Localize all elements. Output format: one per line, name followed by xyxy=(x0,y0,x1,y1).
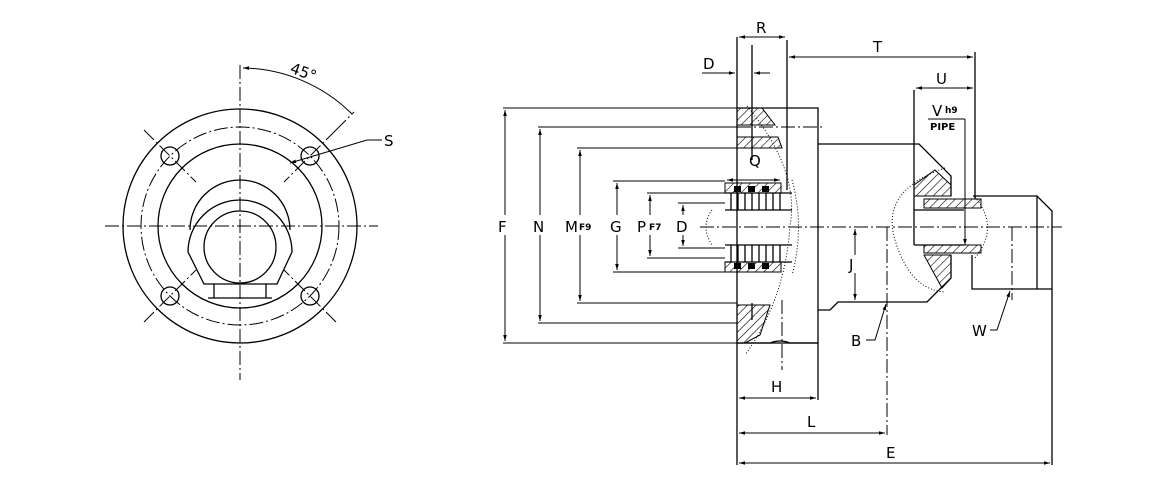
pipe-label: PIPE xyxy=(930,122,955,133)
dim-label-o: D xyxy=(703,55,715,73)
inner-arc-2 xyxy=(187,199,293,285)
dim-tol-p: F7 xyxy=(649,223,661,233)
callout-s-label: S xyxy=(384,132,394,150)
inner-arc-1 xyxy=(189,179,291,231)
dim-tol-v: h9 xyxy=(945,106,958,116)
seal-pack xyxy=(705,179,799,276)
bolt-hole xyxy=(160,286,180,306)
dim-label-m: M xyxy=(565,218,578,236)
callout-w: W xyxy=(972,322,987,340)
dim-label-d: D xyxy=(676,218,688,236)
dim-label-v: V xyxy=(932,102,943,120)
outer-flange-circle xyxy=(122,108,358,344)
angle-dimension-arc xyxy=(242,66,353,115)
dim-label-u: U xyxy=(936,70,947,88)
stub-outline xyxy=(973,195,1053,465)
dim-label-f: F xyxy=(498,218,507,236)
bolt-circle xyxy=(140,126,340,326)
angle-label: 45° xyxy=(288,59,319,85)
callout-s-leader xyxy=(289,139,382,164)
dim-label-g: G xyxy=(610,218,622,236)
dim-tol-m: F9 xyxy=(579,223,591,233)
front-view: 45° S xyxy=(105,59,394,380)
dim-label-q: Q xyxy=(749,152,761,170)
dim-label-e: E xyxy=(886,444,895,462)
bolt-holes xyxy=(143,111,355,323)
body-circle xyxy=(157,143,323,309)
bore-circle xyxy=(203,210,277,284)
bolt-hole xyxy=(300,286,320,306)
dim-label-j: J xyxy=(848,256,853,274)
dim-label-t: T xyxy=(872,38,883,56)
dim-label-r: R xyxy=(756,19,766,37)
dim-label-n: N xyxy=(533,218,544,236)
dim-label-p: P xyxy=(637,218,646,236)
break-line xyxy=(744,105,793,356)
flange-outline xyxy=(737,107,819,344)
pipe-hatch xyxy=(923,198,982,209)
dim-label-h: H xyxy=(771,378,782,396)
dim-label-l: L xyxy=(807,413,816,431)
bolt-hole xyxy=(300,146,320,166)
callout-b: B xyxy=(851,332,861,350)
bolt-hole xyxy=(160,146,180,166)
